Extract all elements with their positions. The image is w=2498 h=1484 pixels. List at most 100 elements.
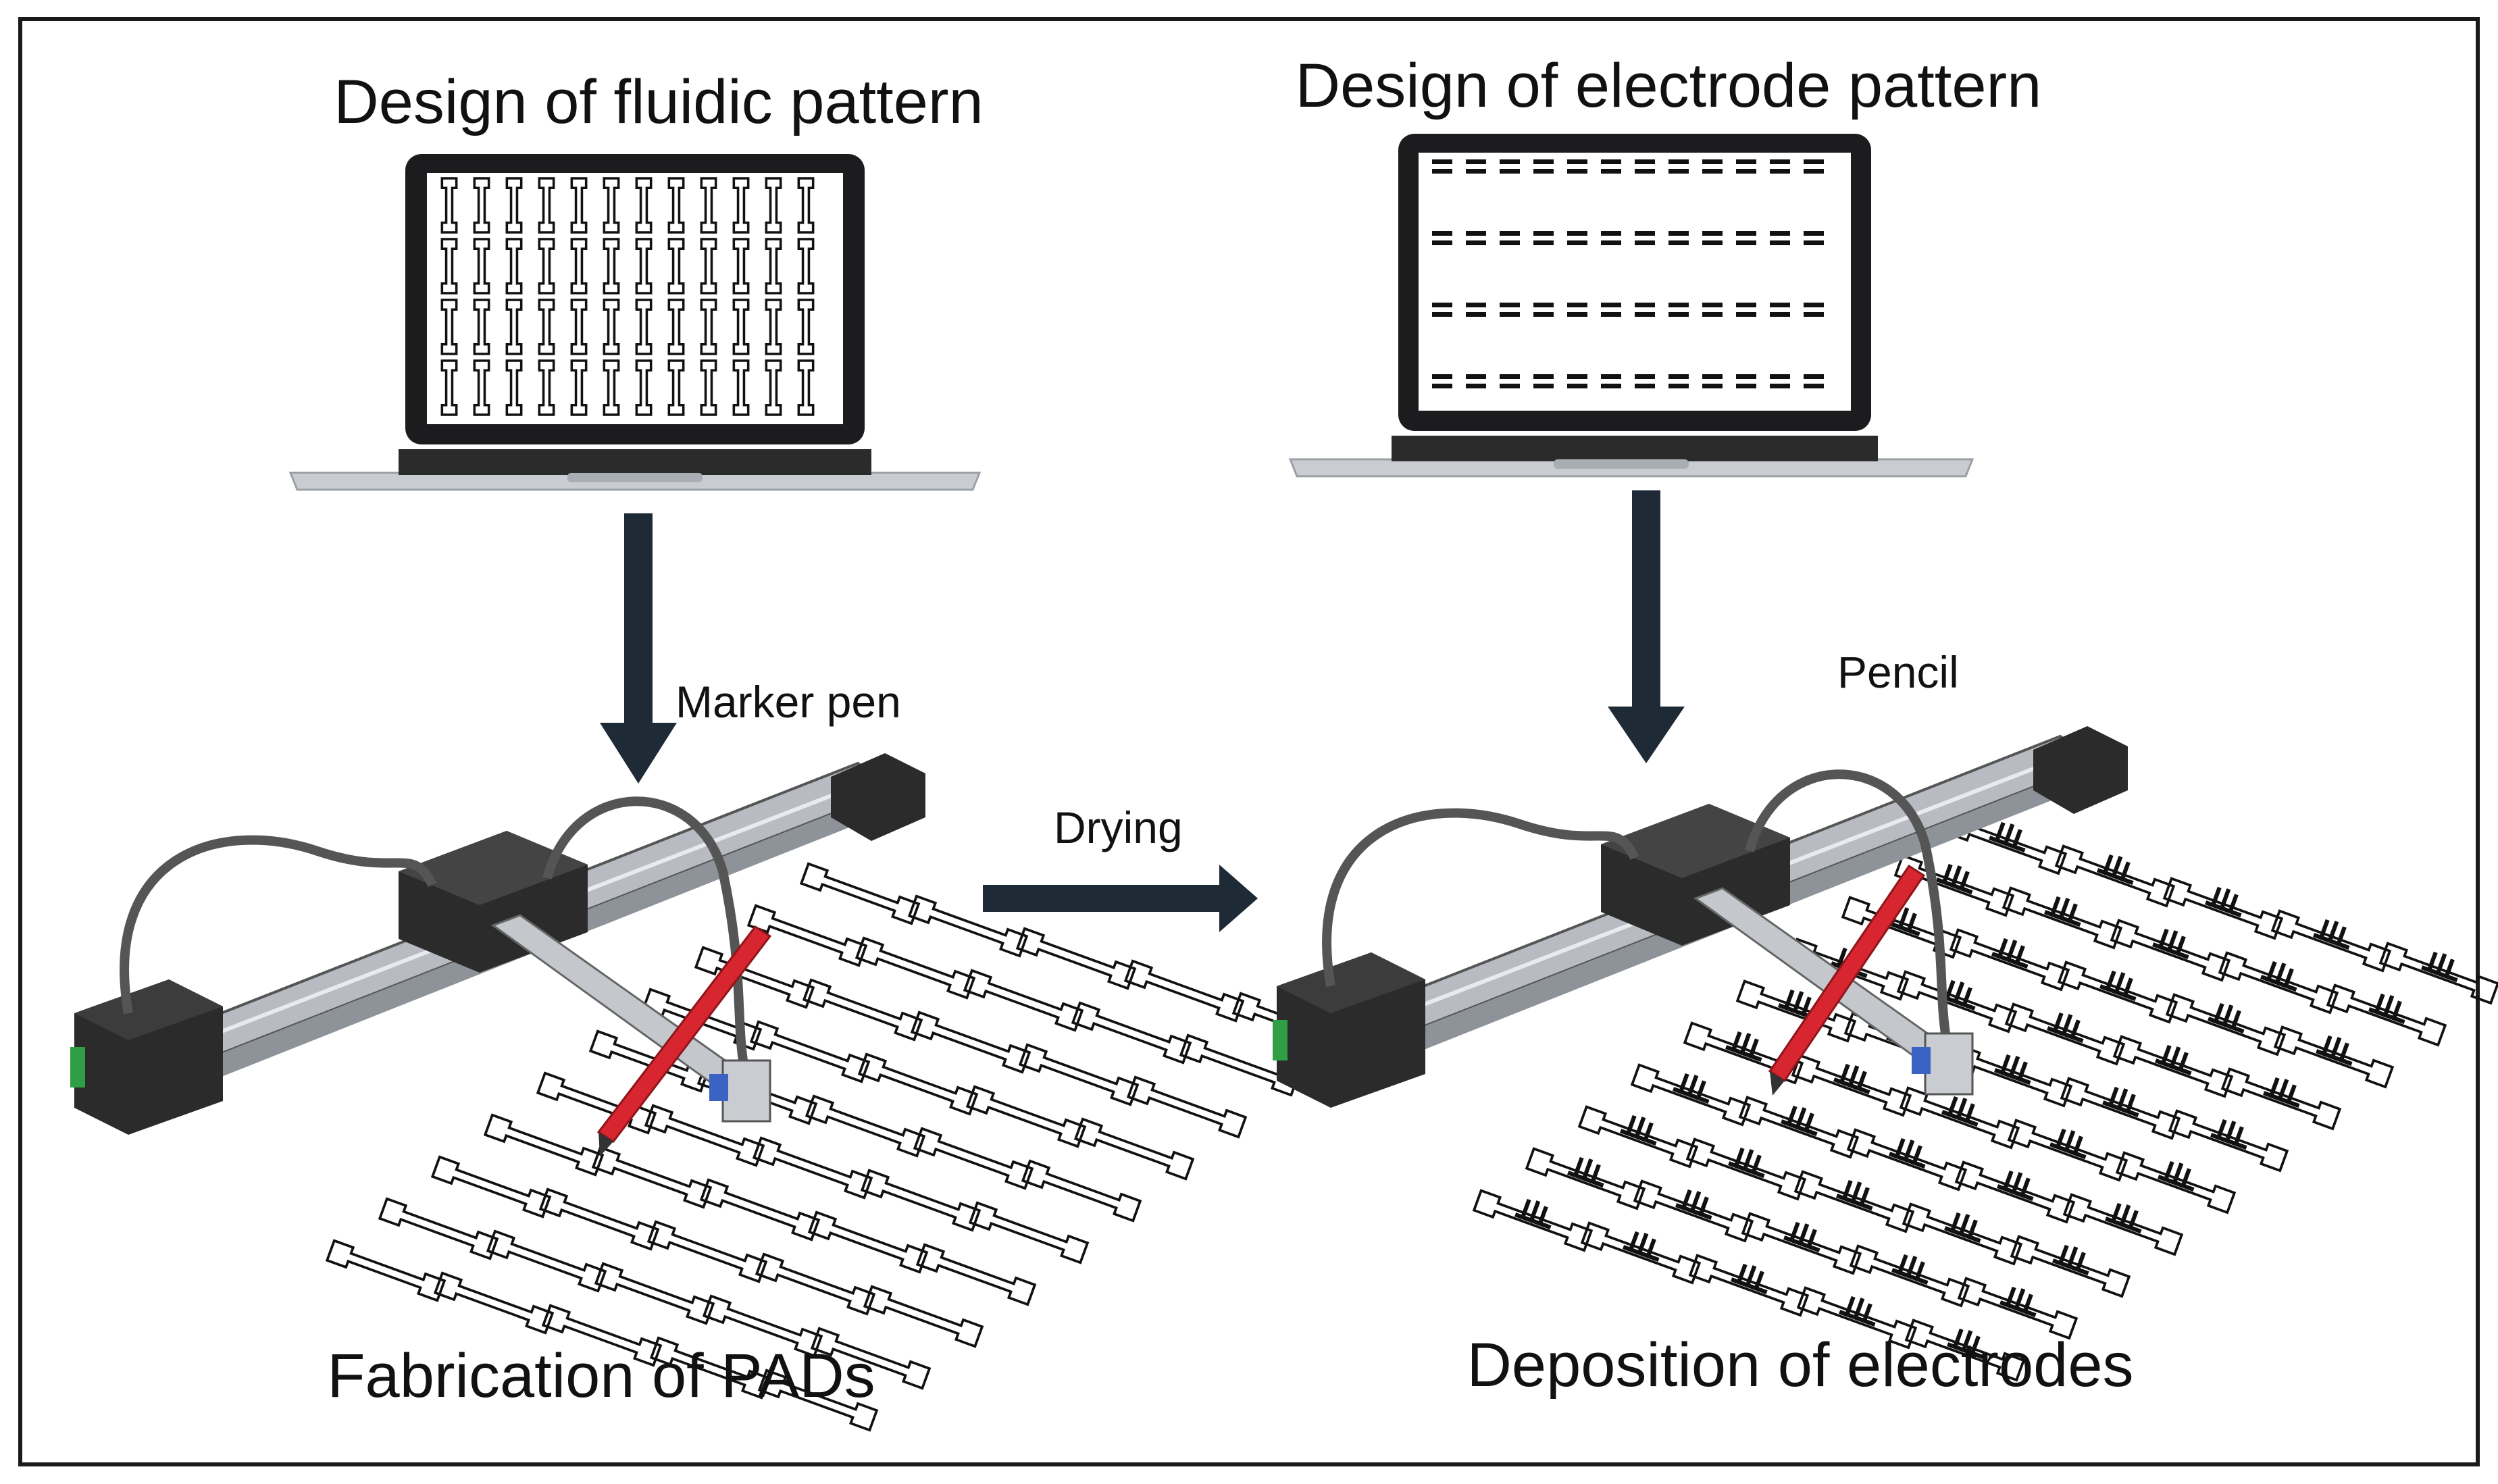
fluidic-device (1125, 961, 1243, 1021)
electrode-unit (1500, 159, 1520, 174)
electrode-device (2379, 933, 2498, 1004)
electrode-device (1955, 1152, 2079, 1223)
electrode-unit (1432, 159, 1452, 174)
electrode-unit (1668, 374, 1689, 388)
electrode-unit (1770, 303, 1790, 317)
electrode-unit (1770, 374, 1790, 388)
fluidic-device (327, 1241, 444, 1301)
electrode-unit (1736, 231, 1756, 245)
fluidic-device (540, 1189, 658, 1250)
electrode-device (1794, 1161, 1918, 1233)
electrode-device (1949, 919, 2073, 991)
pencil-label: Pencil (1837, 647, 1959, 697)
electrode-device (1525, 1138, 1649, 1210)
electrode-unit (1500, 303, 1520, 317)
electrode-unit (1736, 159, 1756, 174)
fluidic-device (917, 1245, 1035, 1305)
electrode-device (1473, 1180, 1596, 1252)
electrode-unit (1736, 374, 1756, 388)
fluidic-device (380, 1199, 497, 1259)
xy-plotter-right (1273, 726, 2128, 1108)
electrode-device (2116, 1142, 2239, 1214)
electrode-unit (1567, 159, 1587, 174)
electrode-device (1902, 1194, 2026, 1265)
fluidic-device (804, 980, 921, 1040)
electrode-device (1739, 1087, 1862, 1158)
electrode-unit (1601, 231, 1621, 245)
electrode-unit (1500, 231, 1520, 245)
electrode-unit (1668, 231, 1689, 245)
fluidic-device (648, 1222, 766, 1282)
electrode-unit (1466, 231, 1486, 245)
fluidic-device (809, 1212, 927, 1273)
electrode-device (2166, 984, 2289, 1056)
electrode-unit (1635, 231, 1655, 245)
arrow-drying (983, 865, 1258, 932)
fluidic-device (912, 1013, 1029, 1073)
fluidic-device (1023, 1161, 1140, 1221)
electrode-unit (1432, 303, 1452, 317)
electrode-unit (1668, 303, 1689, 317)
electrode-title: Design of electrode pattern (1296, 51, 2042, 120)
electrode-unit (1432, 231, 1452, 245)
electrode-device (1850, 1235, 1973, 1307)
electrode-unit (1804, 374, 1824, 388)
fluidic-device (862, 1171, 979, 1231)
electrode-device (2110, 910, 2234, 981)
electrode-device (2221, 1058, 2345, 1130)
fluidic-device (801, 864, 919, 924)
fluidic-device (865, 1287, 982, 1347)
electrode-device (2326, 975, 2450, 1046)
fluidic-device (970, 1203, 1088, 1263)
electrode-unit (1601, 159, 1621, 174)
laptop-right (1288, 134, 1974, 478)
fluidic-device (701, 1180, 819, 1240)
electrode-unit (1635, 159, 1655, 174)
electrode-device (2218, 942, 2342, 1014)
pads-caption: Fabrication of PADs (327, 1341, 875, 1410)
electrode-unit (1466, 374, 1486, 388)
electrode-device (1686, 1129, 1810, 1200)
electrode-device (2271, 900, 2395, 972)
electrode-device (1958, 1268, 2081, 1339)
electrode-unit (1702, 374, 1723, 388)
fluidic-device (967, 1087, 1085, 1147)
fluidic-device (435, 1273, 553, 1333)
laptop-left (288, 154, 982, 491)
electrode-device (2002, 877, 2126, 949)
electrode-device (1633, 1171, 1757, 1242)
fluidic-device (488, 1231, 605, 1291)
laptop-icon (1288, 134, 1974, 478)
fluidic-device (485, 1115, 603, 1175)
electrode-device (2010, 1226, 2134, 1298)
electrode-device (1741, 1203, 1865, 1275)
fluidic-device (965, 971, 1082, 1031)
electrode-device (2113, 1026, 2237, 1098)
fluidic-device (593, 1148, 711, 1208)
marker-pen-label: Marker pen (676, 677, 901, 727)
electrode-unit (1635, 374, 1655, 388)
electrode-unit (1770, 231, 1790, 245)
arrow-down-right (1608, 490, 1685, 763)
fluidic-device (1073, 1003, 1190, 1063)
electrode-unit (1567, 374, 1587, 388)
fluidic-device (807, 1096, 924, 1156)
fluidic-device (859, 1054, 977, 1115)
electrode-unit (1533, 303, 1554, 317)
figure-frame (18, 17, 2480, 1466)
fluidic-title: Design of fluidic pattern (334, 68, 983, 136)
electrode-device (2163, 868, 2287, 940)
electrode-device (1689, 1245, 1812, 1316)
electrode-unit (1702, 231, 1723, 245)
electrode-unit (1567, 231, 1587, 245)
electrode-device (2168, 1100, 2292, 1172)
xy-plotter-icon (1273, 726, 2128, 1108)
electrode-device (2060, 1068, 2184, 1140)
electrode-unit (1533, 159, 1554, 174)
fluidic-device (915, 1129, 1032, 1189)
electrode-device (1631, 1054, 1754, 1126)
drying-label: Drying (1054, 802, 1183, 852)
fluidic-device (1075, 1119, 1193, 1179)
electrode-unit (1702, 303, 1723, 317)
